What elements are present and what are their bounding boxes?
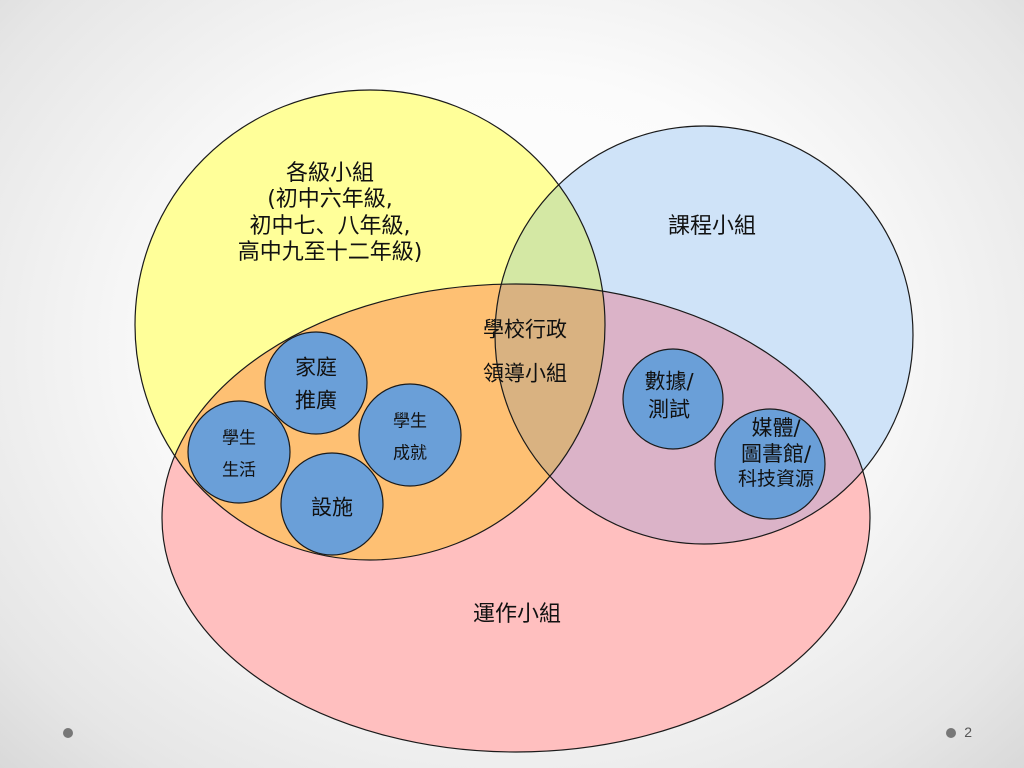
bubble-data-testing xyxy=(622,348,724,450)
achievement-bubble-label: 學生 成就 xyxy=(393,411,427,464)
curriculum-label: 課程小組 xyxy=(667,213,757,239)
student-life-bubble-label: 學生 生活 xyxy=(222,428,256,481)
home-bubble-label: 家庭 推廣 xyxy=(295,355,337,412)
leadership-label: 學校行政 領導小組 xyxy=(483,317,567,385)
bubble-achievement xyxy=(358,383,462,487)
bubble-facilities xyxy=(280,452,384,556)
bubble-home xyxy=(264,331,368,435)
slide-dot-left xyxy=(63,728,73,738)
media-bubble-label: 媒體/ 圖書館/ 科技資源 xyxy=(737,415,815,490)
slide-dot-right xyxy=(946,728,956,738)
bubble-student-life xyxy=(187,400,291,504)
page-number: 2 xyxy=(964,724,972,740)
data-testing-bubble-label: 數據/ 測試 xyxy=(644,369,694,422)
facilities-bubble-label: 設施 xyxy=(311,495,353,520)
grade-groups-label: 各級小組 (初中六年級, 初中七、八年級, 高中九至十二年級) xyxy=(237,161,423,266)
operations-label: 運作小組 xyxy=(472,601,562,627)
bubble-media xyxy=(714,408,826,520)
